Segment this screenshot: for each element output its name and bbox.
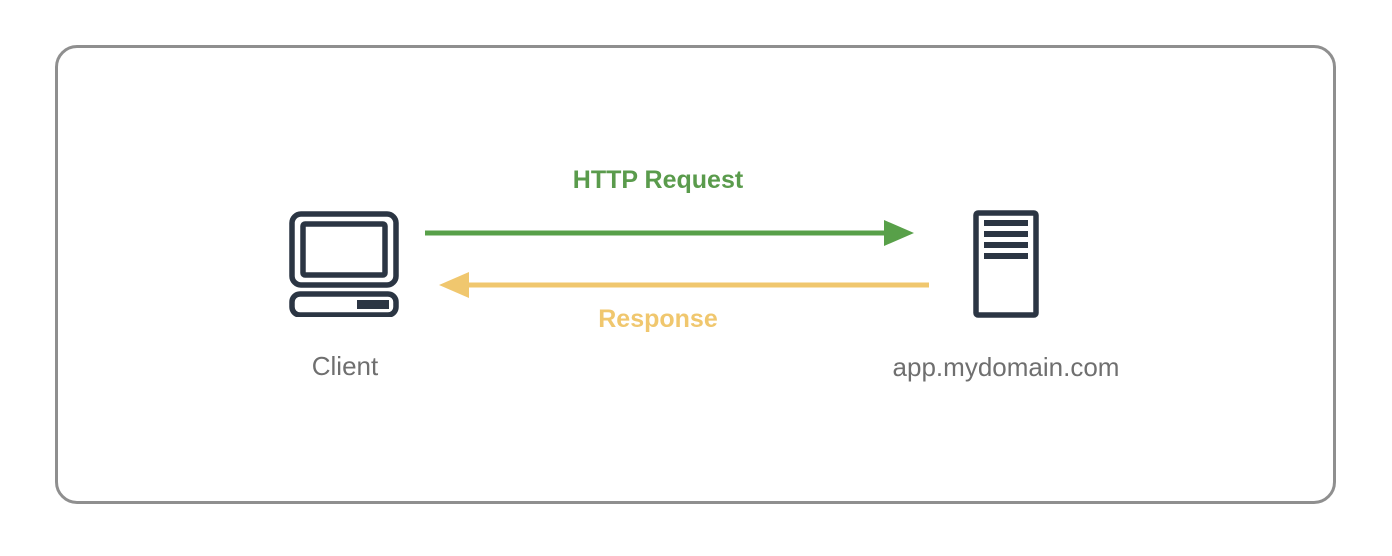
http-request-arrow — [425, 220, 914, 246]
server-label: app.mydomain.com — [892, 352, 1120, 382]
response-arrow — [439, 272, 929, 298]
http-request-label: HTTP Request — [572, 166, 744, 194]
client-label: Client — [311, 351, 379, 381]
server-icon — [973, 210, 1039, 318]
response-label: Response — [598, 305, 718, 333]
diagram-frame — [55, 45, 1336, 504]
desktop-computer-icon — [289, 211, 399, 317]
